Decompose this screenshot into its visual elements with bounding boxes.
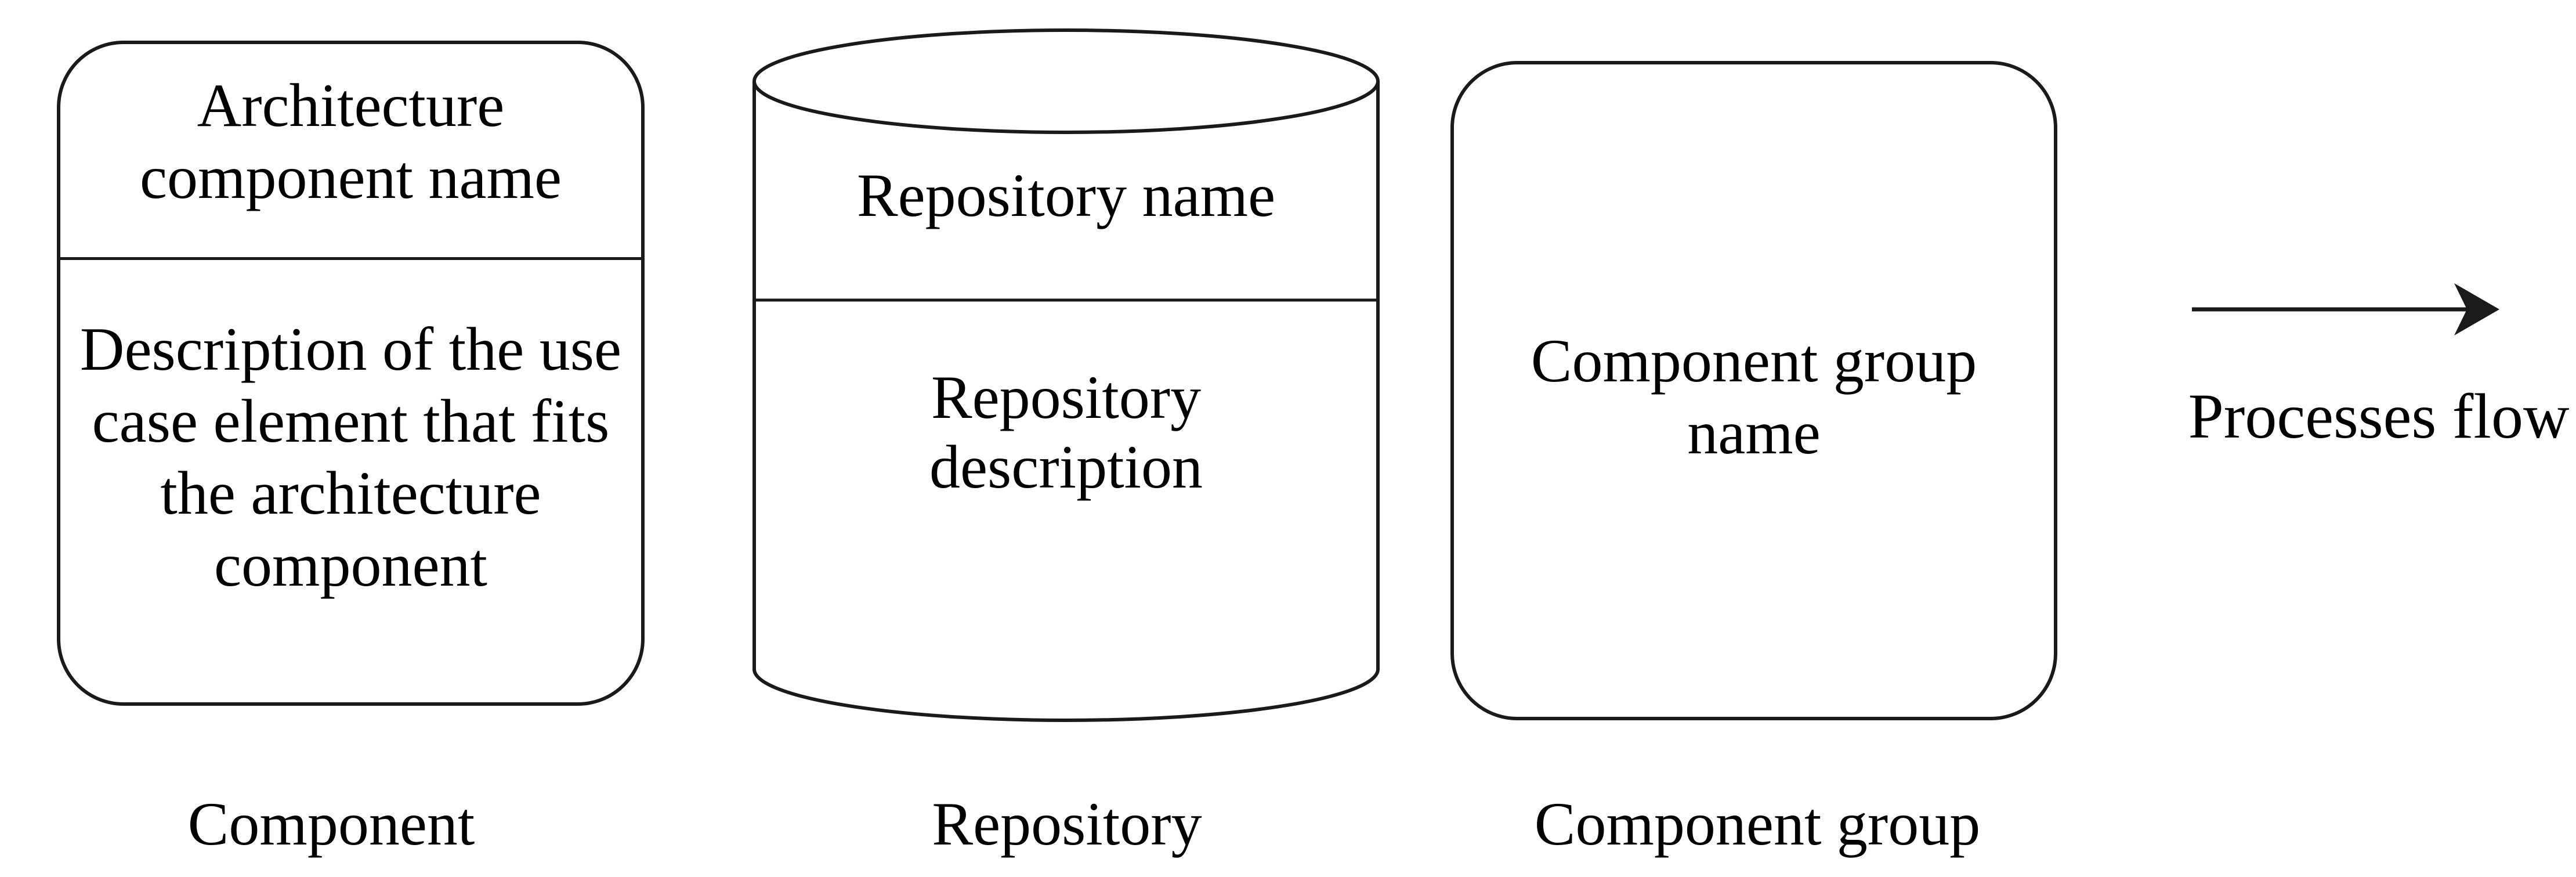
repository-description-text: Repository description	[929, 363, 1203, 501]
component-caption: Component	[187, 790, 475, 858]
component-group-name-text: Component group name	[1531, 327, 1977, 467]
component-group-shape	[1450, 61, 2057, 720]
component-shape	[57, 41, 645, 706]
component-name-text: Architecture component name	[139, 71, 562, 211]
processes-flow-arrow-icon	[2192, 283, 2499, 335]
repository-name-text: Repository name	[856, 161, 1276, 229]
repository-caption: Repository	[932, 790, 1202, 858]
component-description-text: Description of the use case element that…	[79, 315, 622, 599]
repository-cylinder-shape	[752, 28, 1380, 722]
component-group-caption: Component group	[1534, 790, 1981, 858]
component-divider-line	[60, 257, 641, 260]
processes-flow-label: Processes flow	[2188, 381, 2570, 452]
